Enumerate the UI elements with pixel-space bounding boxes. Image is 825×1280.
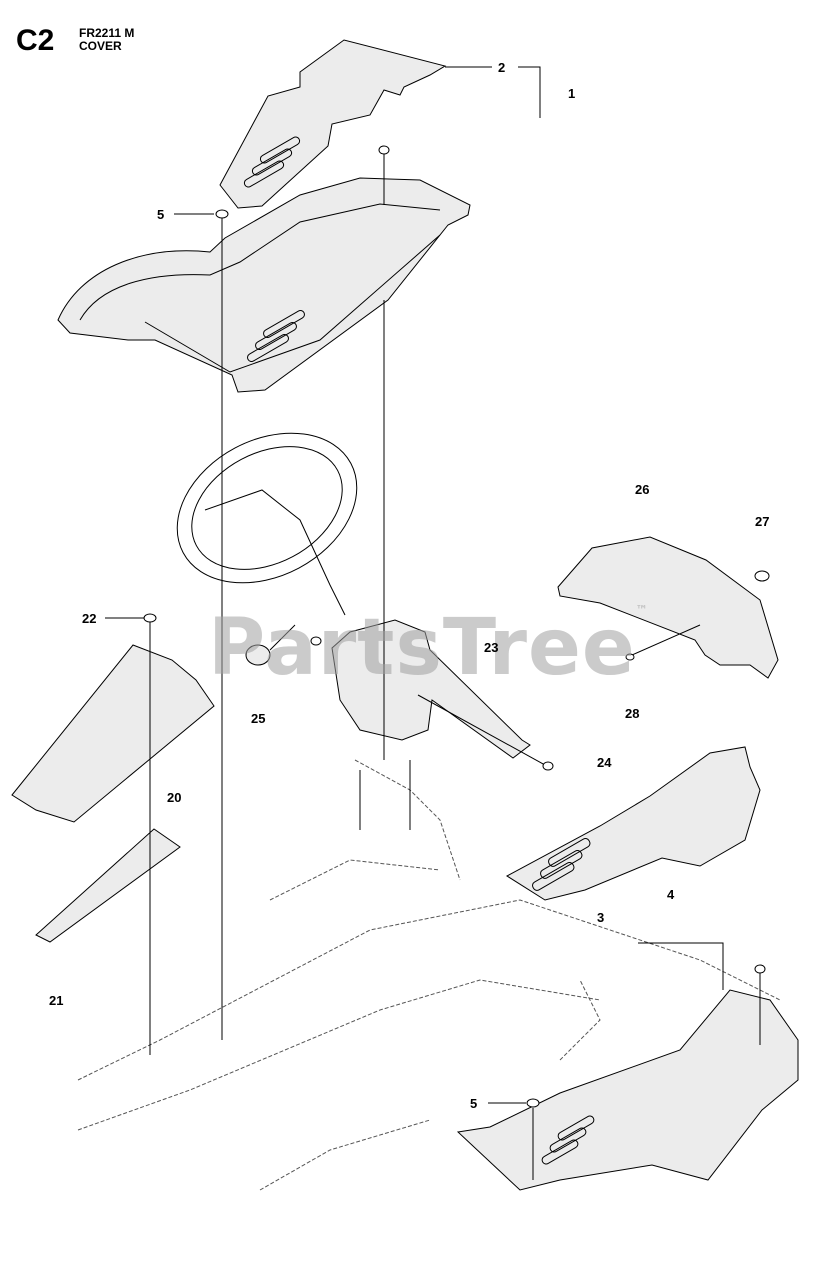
callout-3[interactable]: 3 — [597, 910, 605, 925]
washer-28 — [625, 653, 635, 661]
part-25-knob — [245, 644, 271, 666]
section-title: COVER — [79, 39, 122, 53]
steering-wheel — [176, 432, 358, 584]
callout-27[interactable]: 27 — [755, 514, 770, 529]
watermark-trademark: ™ — [635, 603, 649, 617]
screw-27 — [754, 570, 770, 582]
bolt-5-lower — [526, 1098, 540, 1108]
part-1-upper-fender — [57, 177, 471, 393]
callout-2[interactable]: 2 — [498, 60, 506, 75]
model-number: FR2211 M — [79, 26, 135, 40]
bolt-upper-right — [378, 145, 390, 155]
callout-20[interactable]: 20 — [167, 790, 182, 805]
nut-24 — [542, 761, 554, 771]
callout-23[interactable]: 23 — [484, 640, 499, 655]
callout-26[interactable]: 26 — [635, 482, 650, 497]
callout-25[interactable]: 25 — [251, 711, 266, 726]
bolt-lower-right — [754, 964, 766, 974]
part-4-lower-cover-plate — [506, 746, 761, 901]
watermark-text: PartsTree — [208, 603, 636, 693]
part-21-left-strip — [35, 828, 181, 943]
partstree-watermark: PartsTree™ — [208, 603, 649, 693]
part-2-cover-plate — [219, 39, 447, 209]
callout-5-upper[interactable]: 5 — [157, 207, 165, 222]
nut-23 — [310, 636, 322, 646]
callout-4[interactable]: 4 — [667, 887, 675, 902]
callout-22[interactable]: 22 — [82, 611, 97, 626]
callout-5-lower[interactable]: 5 — [470, 1096, 478, 1111]
part-20-left-panel — [11, 644, 215, 823]
bolt-22 — [143, 613, 157, 623]
part-26-dash-cover — [557, 536, 779, 679]
part-3-lower-fender — [456, 989, 799, 1191]
callout-24[interactable]: 24 — [597, 755, 612, 770]
section-code: C2 — [16, 24, 55, 57]
callout-21[interactable]: 21 — [49, 993, 64, 1008]
callout-1[interactable]: 1 — [568, 86, 576, 101]
bolt-5-upper — [215, 209, 229, 219]
callout-28[interactable]: 28 — [625, 706, 640, 721]
